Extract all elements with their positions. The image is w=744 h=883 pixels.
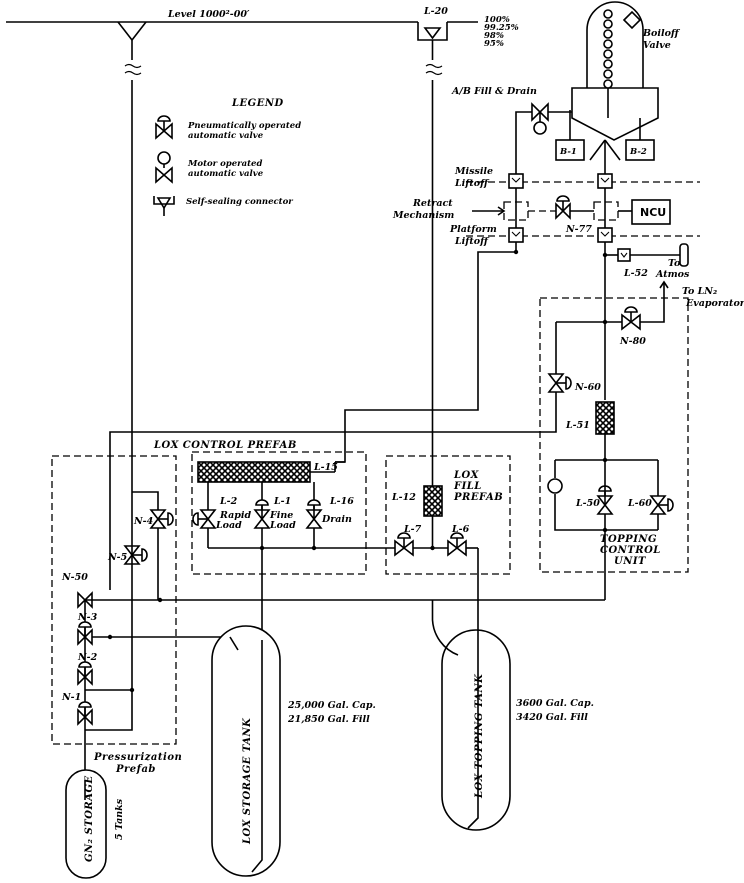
- lox-topping-tank: LOX TOPPING TANK 3600 Gal. Cap. 3420 Gal…: [431, 600, 594, 831]
- gn2-tanks-label: 5 Tanks: [114, 798, 125, 840]
- fine-label-1: Fine: [269, 510, 293, 521]
- missile-label-1: Missile: [454, 166, 493, 177]
- legend-pneumatic-1: Pneumatically operated: [187, 121, 301, 131]
- gn2-storage-label: GN₂ STORAGE: [84, 775, 95, 862]
- valve-l51-label: L-51: [565, 420, 590, 431]
- boiloff-valve-icon: [622, 10, 642, 30]
- topping-control-unit: TOPPING CONTROL UNIT N-80 N-60 L-51: [109, 280, 689, 600]
- valve-l52-label: L-52: [623, 268, 648, 279]
- valve-n5-label: N-5: [107, 552, 128, 563]
- to-ln2-label-2: Evaporator: [685, 298, 744, 309]
- retract-label-1: Retract: [412, 198, 453, 209]
- missile-lox-tank: Boiloff Valve B-1 B-2: [555, 1, 681, 178]
- valve-n60-label: N-60: [574, 382, 601, 393]
- percent-95: 95%: [484, 39, 504, 49]
- rapid-label-2: Load: [215, 520, 242, 531]
- percent-100: 100%: [484, 15, 510, 25]
- topping-label-2: CONTROL: [600, 545, 661, 556]
- missile-label-2: Liftoff: [454, 178, 490, 189]
- platform-label-1: Platform: [449, 224, 497, 235]
- legend-connector: Self-sealing connector: [186, 197, 293, 207]
- lox-topping-cap: 3600 Gal. Cap.: [516, 698, 594, 709]
- b2-label: B-2: [629, 147, 647, 157]
- valve-n2-label: N-2: [77, 652, 98, 663]
- lox-storage-tank: LOX STORAGE TANK 25,000 Gal. Cap. 21,850…: [211, 625, 376, 877]
- boiloff-label-2: Valve: [643, 40, 671, 51]
- ncu-label: NCU: [640, 206, 666, 219]
- valve-n1-label: N-1: [61, 692, 81, 703]
- legend: LEGEND Pneumatically operated automatic …: [153, 98, 301, 216]
- valve-n80-label: N-80: [619, 336, 646, 347]
- valve-l7-label: L-7: [403, 524, 422, 535]
- return-lines: [85, 597, 605, 603]
- lox-fill-label-2: FILL: [453, 481, 482, 492]
- lox-storage-cap: 25,000 Gal. Cap.: [287, 700, 376, 711]
- lox-fill-prefab: LOX FILL PREFAB L-12 L-7 L-6: [385, 455, 511, 600]
- ground-level: Level 1000²-00′: [6, 9, 478, 23]
- pressurization-label-2: Prefab: [115, 764, 156, 775]
- lox-topping-tank-label: LOX TOPPING TANK: [474, 673, 485, 799]
- valve-n4-label: N-4: [133, 516, 153, 527]
- legend-pneumatic-2: automatic valve: [188, 131, 264, 141]
- to-ln2-label-1: To LN₂: [682, 286, 717, 297]
- legend-motor-1: Motor operated: [187, 159, 262, 169]
- liftoff-lines: Missile Liftoff Retract Mechanism Platfo…: [392, 166, 700, 247]
- retract-label-2: Mechanism: [392, 210, 454, 221]
- lox-control-prefab: LOX CONTROL PREFAB L-15 L-2 Rapid Load L…: [153, 440, 395, 640]
- lox-fill-label-3: PREFAB: [453, 492, 503, 503]
- retract-mechanism: N-77 NCU: [472, 195, 671, 235]
- valve-n3-label: N-3: [77, 612, 98, 623]
- lox-storage-fill: 21,850 Gal. Fill: [287, 714, 370, 725]
- valve-l15-label: L-15: [313, 462, 338, 473]
- boiloff-label-1: Boiloff: [642, 28, 681, 39]
- motor-valve-icon: [533, 121, 547, 135]
- ab-fill-drain-label: A/B Fill & Drain: [451, 86, 537, 97]
- valve-l1-label: L-1: [273, 496, 291, 507]
- gn2-storage-tank: GN₂ STORAGE 5 Tanks: [65, 769, 125, 879]
- level-label: Level 1000²-00′: [167, 9, 250, 20]
- percent-98: 98%: [484, 31, 504, 41]
- percent-9925: 99.25%: [484, 23, 519, 33]
- valve-l20-label: L-20: [423, 6, 448, 17]
- fill-percentages: 100% 99.25% 98% 95%: [484, 15, 519, 49]
- valve-n50-label: N-50: [61, 572, 88, 583]
- rapid-label-1: Rapid: [219, 510, 252, 521]
- valve-n77-label: N-77: [565, 224, 592, 235]
- lox-topping-fill: 3420 Gal. Fill: [516, 712, 588, 723]
- valve-l2-label: L-2: [219, 496, 238, 507]
- valve-l12-label: L-12: [391, 492, 416, 503]
- valve-l16-label: L-16: [329, 496, 354, 507]
- valve-l6-label: L-6: [451, 524, 470, 535]
- ab-fill-drain: A/B Fill & Drain: [451, 86, 572, 178]
- main-lines: L-52 To Atmos To LN₂ Evaporator: [335, 242, 744, 463]
- platform-label-2: Liftoff: [454, 236, 490, 247]
- topping-label-3: UNIT: [614, 556, 647, 567]
- b1-label: B-1: [559, 147, 577, 157]
- to-atmos-label-2: Atmos: [655, 269, 690, 280]
- b1-box: [555, 139, 585, 161]
- topping-label-1: TOPPING: [600, 534, 657, 545]
- lox-control-title: LOX CONTROL PREFAB: [153, 440, 297, 451]
- connector-l20: L-20: [417, 6, 448, 470]
- vent-y-fitting: [117, 21, 147, 595]
- b2-box: [625, 139, 655, 161]
- valve-l50-label: L-50: [575, 498, 600, 509]
- to-atmos-label-1: To: [668, 258, 681, 269]
- drain-label: Drain: [321, 514, 352, 525]
- legend-motor-2: automatic valve: [188, 169, 264, 179]
- valve-l60-label: L-60: [627, 498, 652, 509]
- ncu-box: [631, 199, 671, 225]
- legend-title: LEGEND: [231, 98, 284, 109]
- pressurization-label-1: Pressurization: [93, 752, 182, 763]
- lox-fill-label-1: LOX: [453, 470, 480, 481]
- fine-label-2: Load: [269, 520, 296, 531]
- lox-storage-tank-label: LOX STORAGE TANK: [242, 717, 253, 845]
- pressurization-prefab: Pressurization Prefab N-4 N-5 N-50 N-3 N…: [51, 455, 230, 780]
